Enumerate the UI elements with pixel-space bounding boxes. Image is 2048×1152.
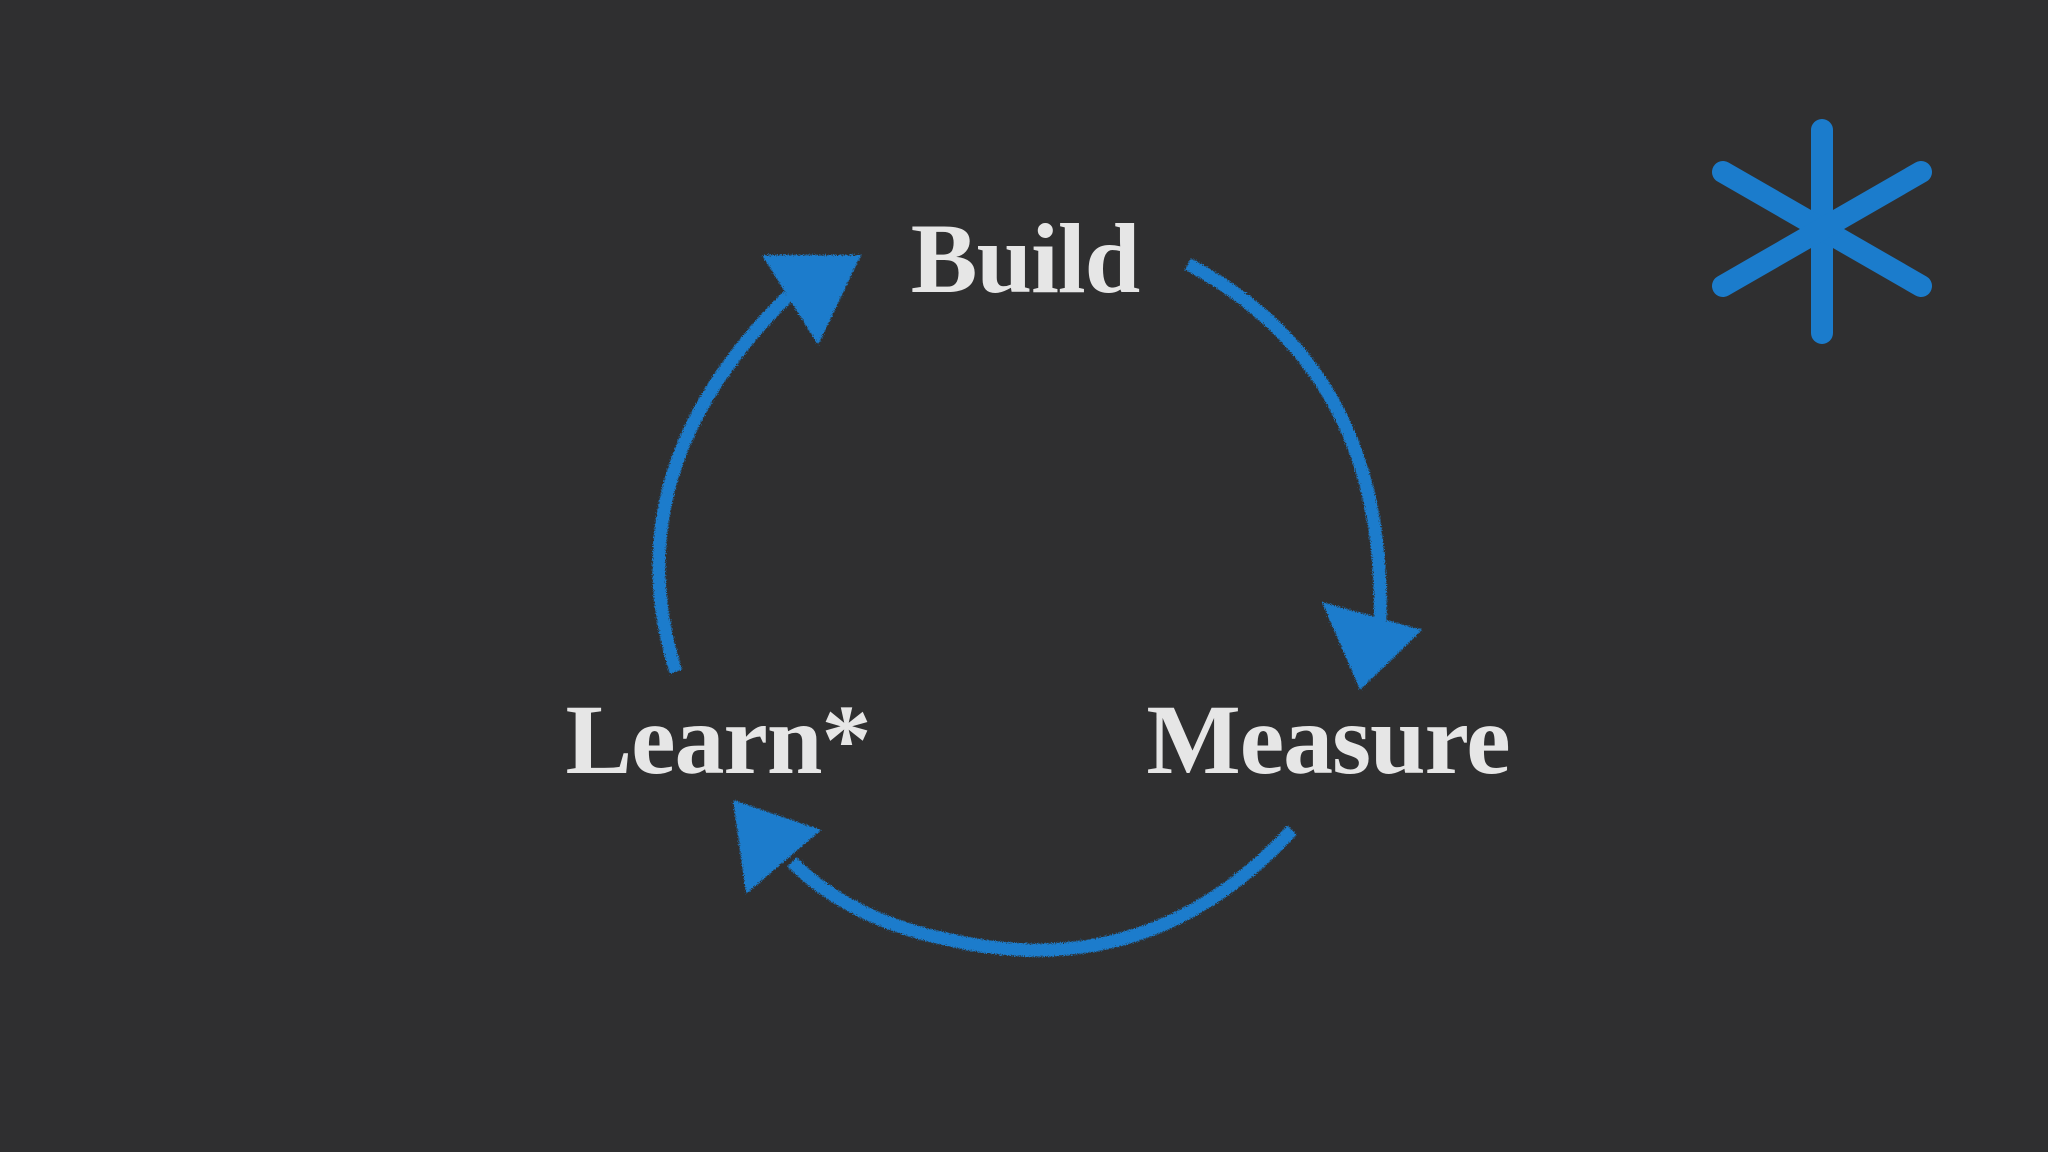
node-measure-label: Measure (1146, 684, 1509, 795)
arrowhead-icon (1322, 602, 1422, 690)
edge-learn-to-build (652, 255, 861, 674)
edge-build-to-measure (1184, 258, 1422, 690)
node-build-label: Build (911, 203, 1140, 314)
arrowhead-icon (762, 255, 861, 345)
arrow-arc (652, 291, 793, 674)
asterisk-icon (1712, 119, 1932, 344)
arrowhead-icon (733, 800, 821, 894)
node-learn-label: Learn* (565, 684, 870, 795)
edge-measure-to-learn (733, 800, 1297, 957)
arrow-arc (1184, 258, 1387, 626)
arrow-arc (787, 825, 1297, 957)
